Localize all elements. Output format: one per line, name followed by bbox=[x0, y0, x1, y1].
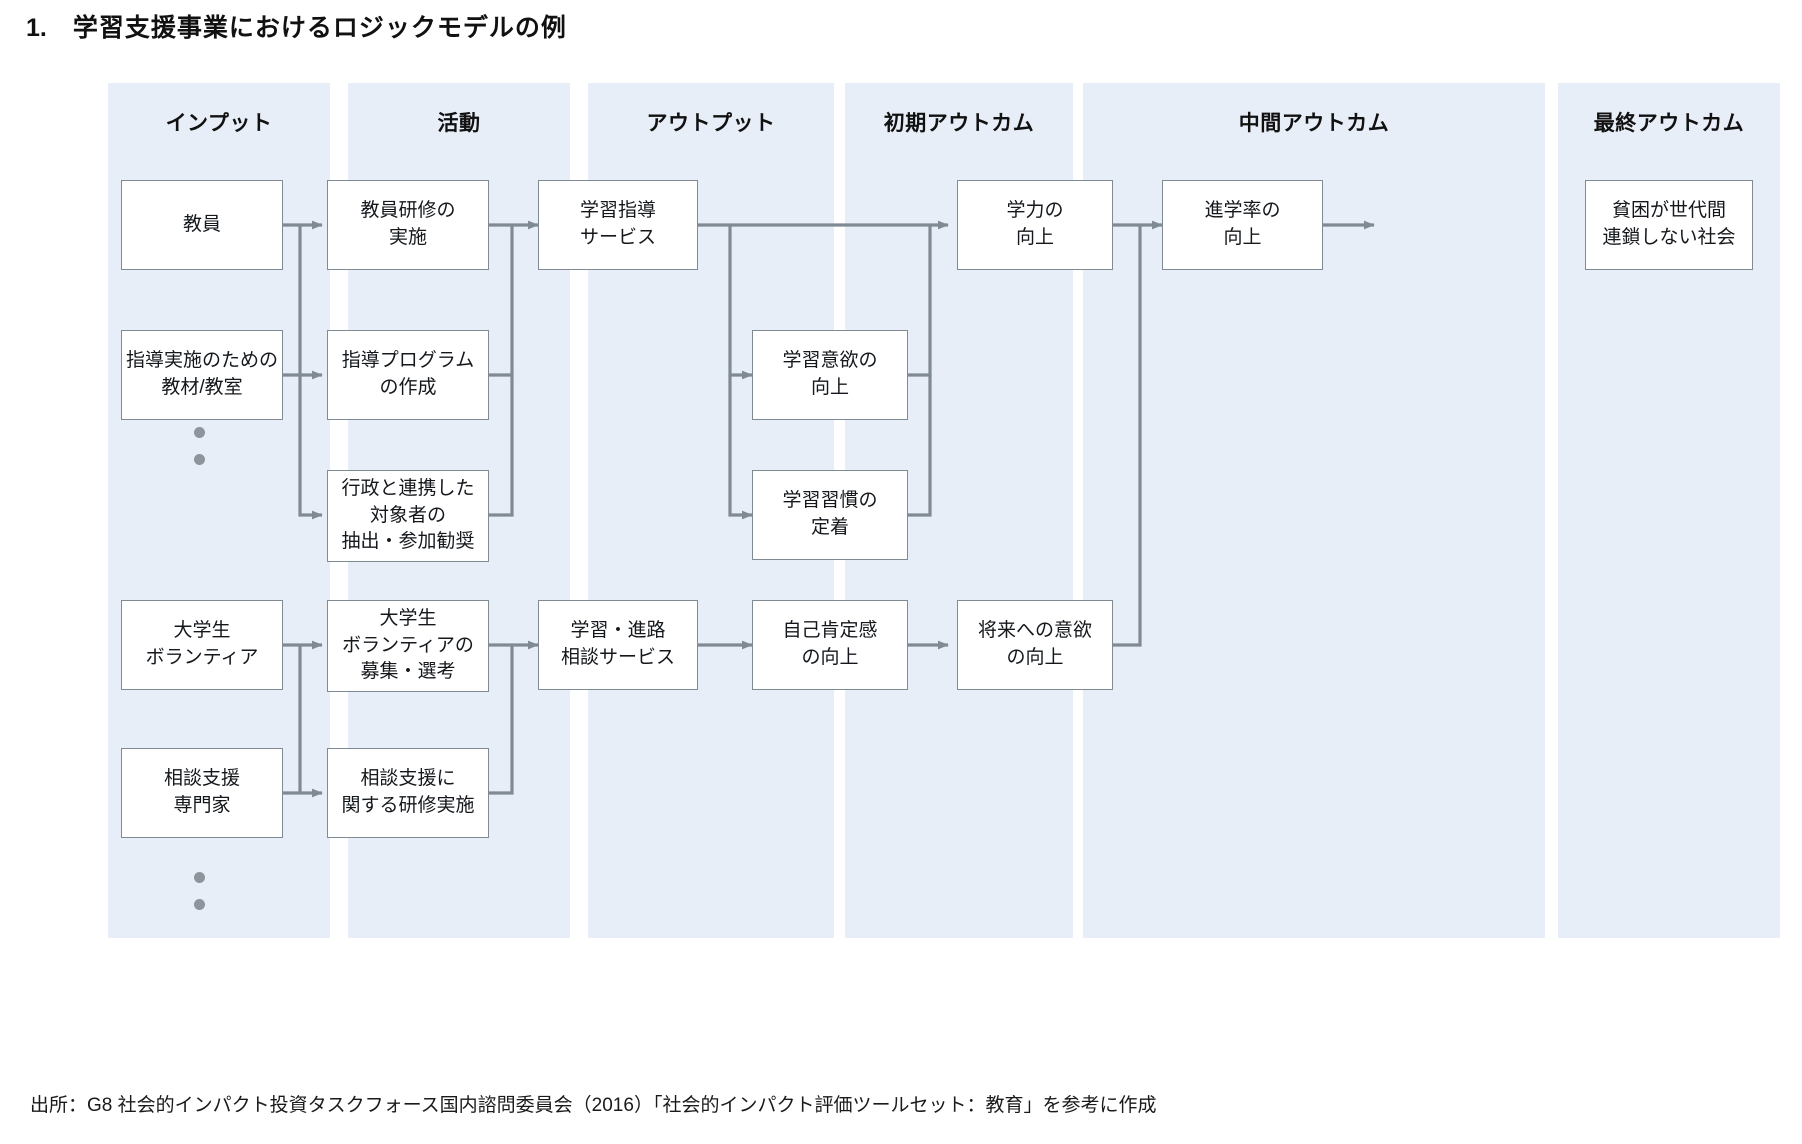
node-activity-volunteer[interactable]: 大学生 ボランティアの 募集・選考 bbox=[327, 600, 489, 692]
page-title: 1. 学習支援事業におけるロジックモデルの例 bbox=[26, 8, 567, 44]
node-initial-motivation[interactable]: 学習意欲の 向上 bbox=[752, 330, 908, 420]
column-header-initial: 初期アウトカム bbox=[883, 112, 1035, 135]
node-activity-recruit[interactable]: 行政と連携した 対象者の 抽出・参加勧奨 bbox=[327, 470, 489, 562]
node-initial-selfesteem[interactable]: 自己肯定感 の向上 bbox=[752, 600, 908, 690]
column-header-activity: 活動 bbox=[437, 112, 481, 135]
node-input-teacher[interactable]: 教員 bbox=[121, 180, 283, 270]
node-input-volunteer[interactable]: 大学生 ボランティア bbox=[121, 600, 283, 690]
node-intermediate-academic[interactable]: 学力の 向上 bbox=[957, 180, 1113, 270]
node-output-learning[interactable]: 学習指導 サービス bbox=[538, 180, 698, 270]
input-ellipsis-top bbox=[192, 427, 206, 465]
node-output-counsel[interactable]: 学習・進路 相談サービス bbox=[538, 600, 698, 690]
node-activity-training[interactable]: 教員研修の 実施 bbox=[327, 180, 489, 270]
title-number: 1. bbox=[26, 14, 47, 42]
node-initial-habit[interactable]: 学習習慣の 定着 bbox=[752, 470, 908, 560]
node-final-poverty[interactable]: 貧困が世代間 連鎖しない社会 bbox=[1585, 180, 1753, 270]
column-header-intermediate: 中間アウトカム bbox=[1238, 112, 1390, 135]
node-intermediate-advance[interactable]: 進学率の 向上 bbox=[1162, 180, 1323, 270]
column-header-final: 最終アウトカム bbox=[1593, 112, 1745, 135]
input-ellipsis-bottom bbox=[192, 872, 206, 910]
node-activity-consult[interactable]: 相談支援に 関する研修実施 bbox=[327, 748, 489, 838]
node-input-materials[interactable]: 指導実施のための 教材/教室 bbox=[121, 330, 283, 420]
column-header-input: インプット bbox=[165, 112, 273, 135]
column-header-output: アウトプット bbox=[646, 112, 776, 135]
node-input-specialist[interactable]: 相談支援 専門家 bbox=[121, 748, 283, 838]
node-intermediate-future[interactable]: 将来への意欲 の向上 bbox=[957, 600, 1113, 690]
node-activity-program[interactable]: 指導プログラム の作成 bbox=[327, 330, 489, 420]
title-text: 学習支援事業におけるロジックモデルの例 bbox=[72, 14, 567, 42]
source-note: 出所：G8 社会的インパクト投資タスクフォース国内諮問委員会（2016）「社会的… bbox=[30, 1095, 1157, 1116]
